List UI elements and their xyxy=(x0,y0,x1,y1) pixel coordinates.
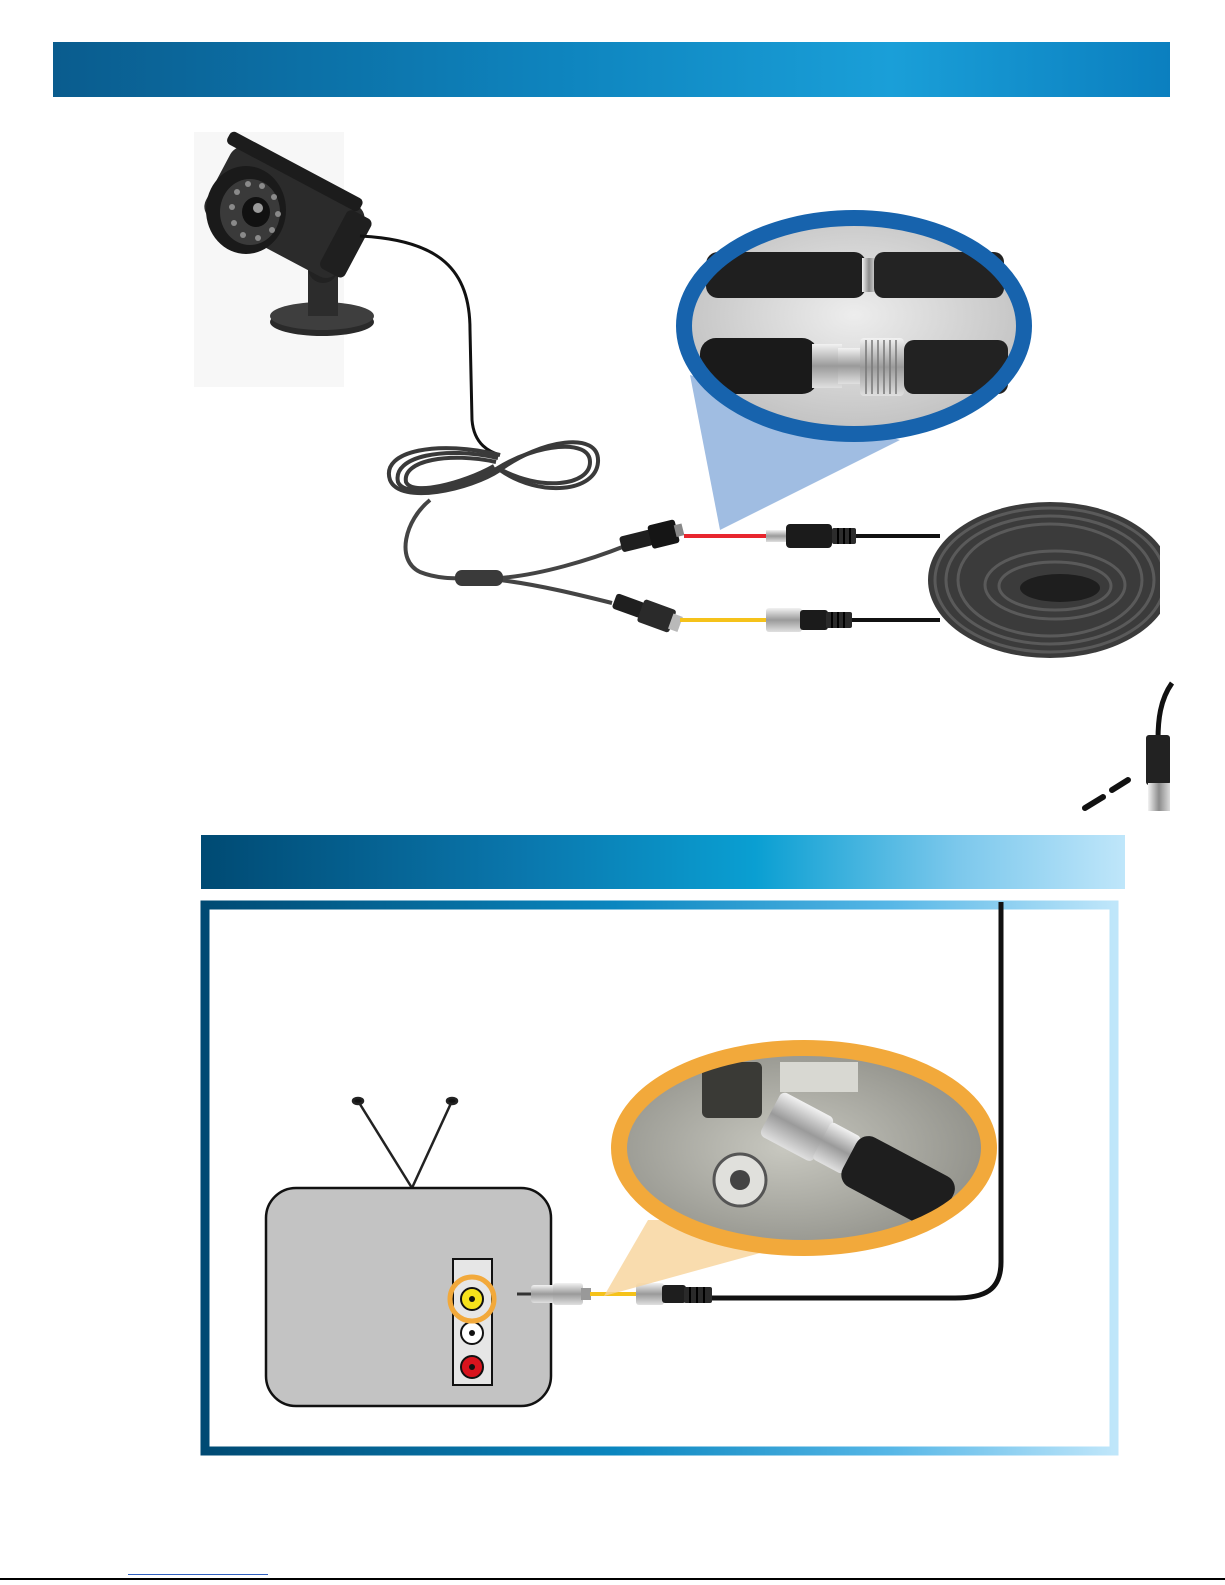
zoom-callout-top xyxy=(684,218,1024,434)
splitter-junction xyxy=(455,570,503,586)
antenna-icon xyxy=(353,1098,457,1188)
camera-lead-coil xyxy=(389,442,598,493)
splitter-cables xyxy=(406,500,625,603)
tv-icon xyxy=(266,1188,551,1406)
cable-exit-right xyxy=(1085,683,1172,811)
extension-bnc-plug xyxy=(766,608,852,632)
camera-icon xyxy=(191,130,381,387)
zoom-callout-bottom xyxy=(619,1048,989,1248)
section-banner xyxy=(201,835,1125,889)
bnc-connector-tv xyxy=(636,1283,712,1305)
camera-cable xyxy=(360,236,500,455)
coiled-extension-cable xyxy=(928,490,1225,670)
extension-dc-plug xyxy=(766,524,856,548)
dc-plug-icon xyxy=(618,518,686,557)
footer-rule xyxy=(0,1578,1225,1580)
footer-link-underline xyxy=(128,1574,268,1575)
bnc-connector-icon xyxy=(610,589,684,635)
